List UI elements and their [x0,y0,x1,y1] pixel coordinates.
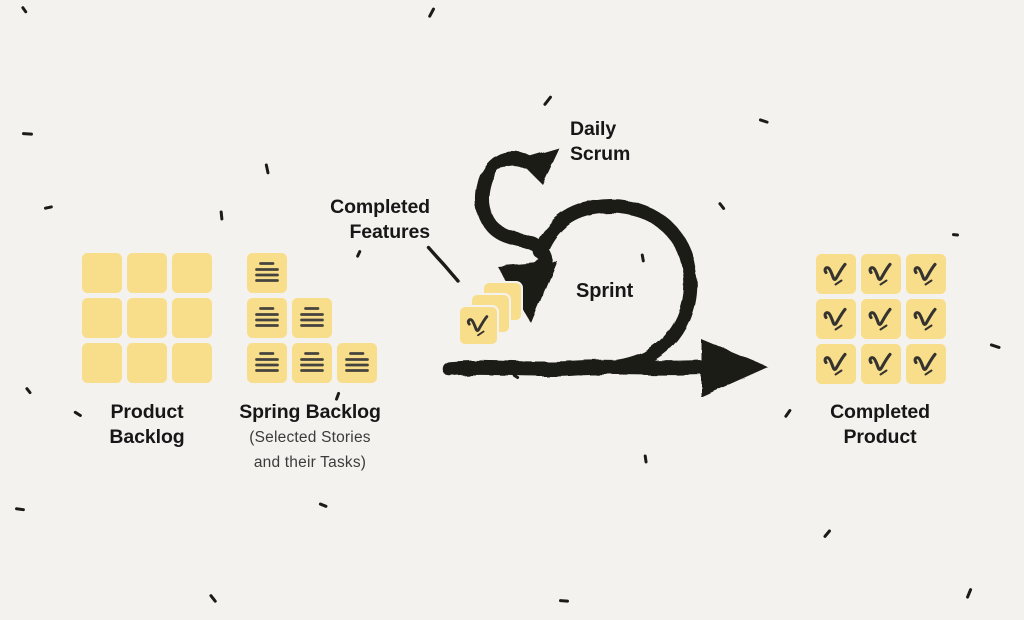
sticky-note [127,298,167,338]
product-backlog-board [82,253,212,383]
note-lines-icon [300,307,324,327]
note-lines-icon [255,352,279,372]
checkmark-icon [913,262,937,286]
checkmark-icon [868,307,892,331]
story-sticky-note [247,298,287,338]
note-row [816,299,946,339]
sprint-backlog-title: Spring Backlog [239,401,381,423]
checked-sticky-note [861,299,901,339]
checked-sticky-note [906,299,946,339]
story-sticky-note [337,343,377,383]
story-sticky-note [247,253,287,293]
note-row [82,298,212,338]
features-connector-line [425,244,460,283]
checked-sticky-note [861,254,901,294]
story-sticky-note [292,298,332,338]
product-backlog-label-line2: Backlog [109,426,185,448]
completed-features-label-line2: Features [349,221,431,243]
note-row [247,253,377,293]
completed-features-stack [458,281,524,347]
process-arrowhead-icon [701,339,768,397]
note-lines-icon [345,352,369,372]
note-row [816,344,946,384]
checked-sticky-note [906,254,946,294]
note-row [816,254,946,294]
sticky-note [82,343,122,383]
checked-sticky-note [816,254,856,294]
checked-sticky-note [816,344,856,384]
checked-sticky-note [816,299,856,339]
note-lines-icon [300,352,324,372]
sticky-note [172,298,212,338]
story-sticky-note [292,343,332,383]
note-row [247,298,377,338]
daily-scrum-label-line1: Daily [570,118,617,140]
daily-scrum-label: Daily Scrum [570,117,630,167]
checkmark-icon [823,352,847,376]
completed-product-label-line2: Product [843,426,917,448]
sprint-backlog-label: Spring Backlog (Selected Stories and the… [205,400,415,475]
checkmark-icon [823,307,847,331]
note-row [82,343,212,383]
sprint-label: Sprint [576,280,634,302]
sticky-note [172,343,212,383]
sticky-note [172,253,212,293]
story-sticky-note [247,343,287,383]
completed-features-label-line1: Completed [330,196,430,218]
completed-product-board [816,254,946,384]
sticky-note [82,253,122,293]
process-arrow-line [442,359,714,377]
checkmark-icon [466,315,489,337]
sticky-note [82,298,122,338]
sticky-note [127,343,167,383]
daily-scrum-arrowhead-icon [518,148,559,184]
checkmark-icon [868,352,892,376]
note-row [247,343,377,383]
sprint-backlog-subtitle-line2: and their Tasks) [253,454,367,471]
product-backlog-label: Product Backlog [62,400,232,450]
checked-sticky-note [861,344,901,384]
product-backlog-label-line1: Product [110,401,184,423]
checkmark-icon [913,352,937,376]
completed-features-label: Completed Features [270,195,430,245]
note-row [82,253,212,293]
checked-sticky-note [458,305,499,346]
completed-product-label-line1: Completed [830,401,930,423]
checkmark-icon [868,262,892,286]
sticky-note [127,253,167,293]
completed-product-label: Completed Product [795,400,965,450]
note-lines-icon [255,262,279,282]
sprint-backlog-board [247,253,377,383]
daily-scrum-label-line2: Scrum [570,143,631,165]
checkmark-icon [913,307,937,331]
note-lines-icon [255,307,279,327]
checkmark-icon [823,262,847,286]
down-arrowhead-icon [497,261,557,323]
checked-sticky-note [906,344,946,384]
sprint-backlog-subtitle-line1: (Selected Stories [249,429,371,446]
